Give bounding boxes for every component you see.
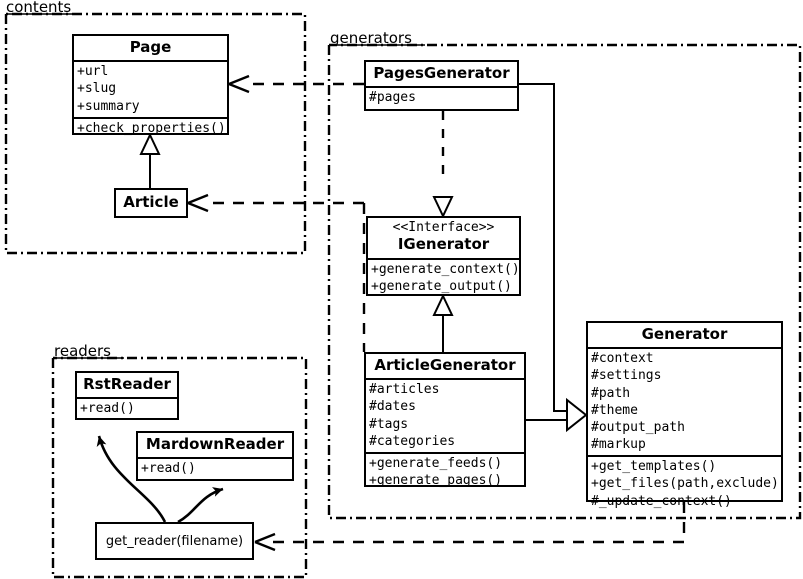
class-operations-markdownreader: +read()	[138, 457, 292, 479]
attribute: #markup	[591, 437, 646, 453]
class-name-pagesgenerator: PagesGenerator	[373, 64, 510, 82]
edge-pagesgenerator-inherits-generator	[519, 83, 567, 412]
operation: #_update_context()	[591, 493, 732, 509]
class-name-generator: Generator	[641, 325, 728, 343]
operation: +generate_pages()	[369, 473, 503, 489]
attribute: #context	[591, 351, 654, 367]
class-name-text-igenerator: IGenerator	[397, 235, 490, 254]
package-label-generators: generators	[330, 29, 412, 47]
class-box-article[interactable]: Article	[114, 188, 188, 218]
attribute: +slug	[77, 81, 117, 97]
attribute: #output_path	[591, 419, 685, 435]
function-box-get-reader[interactable]: get_reader(filename)	[95, 522, 254, 560]
attribute: +url	[77, 64, 109, 80]
function-label-get-reader: get_reader(filename)	[105, 533, 244, 549]
package-label-readers: readers	[54, 342, 111, 360]
edge-get-reader-returns-rstreader	[96, 435, 167, 523]
edge-pagesgenerator-uses-page	[228, 74, 364, 94]
operation: +generate_feeds()	[369, 455, 503, 471]
package-border-contents	[4, 12, 307, 255]
class-name-article: Article	[123, 193, 179, 212]
class-name-igenerator: <<Interface>> IGenerator	[368, 218, 519, 258]
attribute: #settings	[591, 368, 662, 384]
edge-articlegenerator-realizes-igenerator	[432, 293, 454, 352]
class-operations-generator: +get_templates() +get_files(path,exclude…	[588, 455, 781, 511]
attribute: #path	[591, 385, 631, 401]
operation: +check_properties()	[77, 120, 226, 136]
class-name-markdownreader: MardownReader	[145, 435, 285, 453]
attribute: #dates	[369, 399, 416, 415]
class-attributes-generator: #context #settings #path #theme #output_…	[588, 347, 781, 455]
class-box-rstreader[interactable]: RstReader +read()	[75, 371, 179, 420]
operation: +generate_output()	[371, 278, 512, 294]
class-attributes-pagesgenerator: #pages	[366, 86, 517, 108]
operation: +read()	[141, 461, 196, 477]
attribute: #categories	[369, 433, 456, 449]
edge-article-inherits-page	[139, 132, 161, 188]
class-operations-page: +check_properties()	[74, 116, 227, 139]
attribute: #tags	[369, 416, 409, 432]
class-box-markdownreader[interactable]: MardownReader +read()	[136, 431, 294, 481]
operation: +get_templates()	[591, 459, 717, 475]
class-name-articlegenerator: ArticleGenerator	[374, 356, 516, 374]
attribute: #pages	[369, 90, 416, 106]
edge-articlegenerator-uses-article	[187, 193, 364, 213]
operation: +get_files(path,exclude)	[591, 476, 779, 492]
class-box-generator[interactable]: Generator #context #settings #path #them…	[586, 321, 783, 509]
package-label-contents: contents	[6, 0, 72, 16]
edge-pagesgenerator-realizes-igenerator	[432, 111, 454, 219]
class-box-pagesgenerator[interactable]: PagesGenerator #pages	[364, 60, 519, 111]
class-operations-igenerator: +generate_context() +generate_output()	[368, 257, 520, 297]
class-box-page[interactable]: Page +url +slug +summary +check_properti…	[72, 34, 229, 136]
class-box-articlegenerator[interactable]: ArticleGenerator #articles #dates #tags …	[364, 352, 526, 488]
attribute: +summary	[77, 98, 140, 114]
class-attributes-page: +url +slug +summary	[74, 60, 227, 116]
attribute: #articles	[369, 382, 440, 398]
class-stereotype-igenerator: <<Interface>>	[392, 220, 495, 235]
attribute: #theme	[591, 402, 638, 418]
package-border-generators	[327, 43, 802, 520]
edge-generator-uses-get-reader	[254, 502, 686, 552]
edge-articlegenerator-inherits-generator	[526, 397, 588, 433]
class-name-page: Page	[129, 38, 172, 56]
package-border-readers	[51, 356, 308, 579]
class-attributes-articlegenerator: #articles #dates #tags #categories	[366, 378, 524, 452]
edge-get-reader-returns-markdownreader	[177, 487, 224, 524]
operation: +generate_context()	[371, 261, 520, 277]
class-box-igenerator[interactable]: <<Interface>> IGenerator +generate_conte…	[366, 216, 521, 296]
class-name-rstreader: RstReader	[83, 375, 171, 393]
class-operations-rstreader: +read()	[77, 397, 177, 419]
operation: +read()	[80, 401, 135, 417]
class-operations-articlegenerator: +generate_feeds() +generate_pages()	[366, 451, 524, 491]
